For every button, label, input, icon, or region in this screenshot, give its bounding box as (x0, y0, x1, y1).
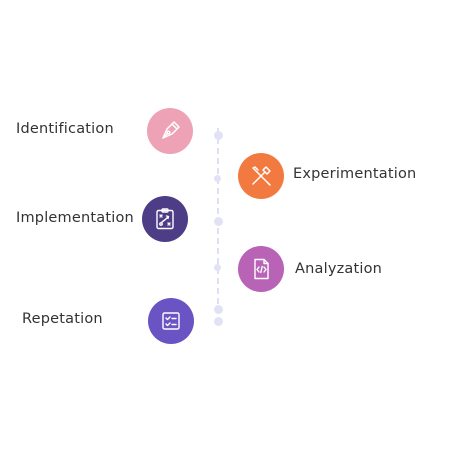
tools-icon (252, 166, 271, 186)
step-circle-identification (147, 108, 193, 154)
step-label-repetation: Repetation (22, 311, 103, 327)
timeline-node (214, 131, 223, 140)
timeline-line (217, 128, 223, 324)
timeline-node (214, 264, 221, 271)
step-label-experimentation: Experimentation (293, 166, 417, 182)
step-circle-repetation (148, 298, 194, 344)
timeline-node (214, 175, 221, 182)
checklist-icon (162, 312, 180, 330)
step-label-identification: Identification (16, 121, 114, 137)
timeline-node (214, 305, 223, 314)
strategy-board-icon (156, 208, 174, 230)
timeline-node (214, 317, 223, 326)
pen-nib-icon (162, 121, 180, 139)
timeline-node (214, 217, 223, 226)
step-label-implementation: Implementation (16, 210, 134, 226)
step-label-analyzation: Analyzation (295, 261, 383, 277)
step-circle-experimentation (238, 153, 284, 199)
step-circle-analyzation (238, 246, 284, 292)
code-file-icon (254, 258, 269, 280)
step-circle-implementation (142, 196, 188, 242)
